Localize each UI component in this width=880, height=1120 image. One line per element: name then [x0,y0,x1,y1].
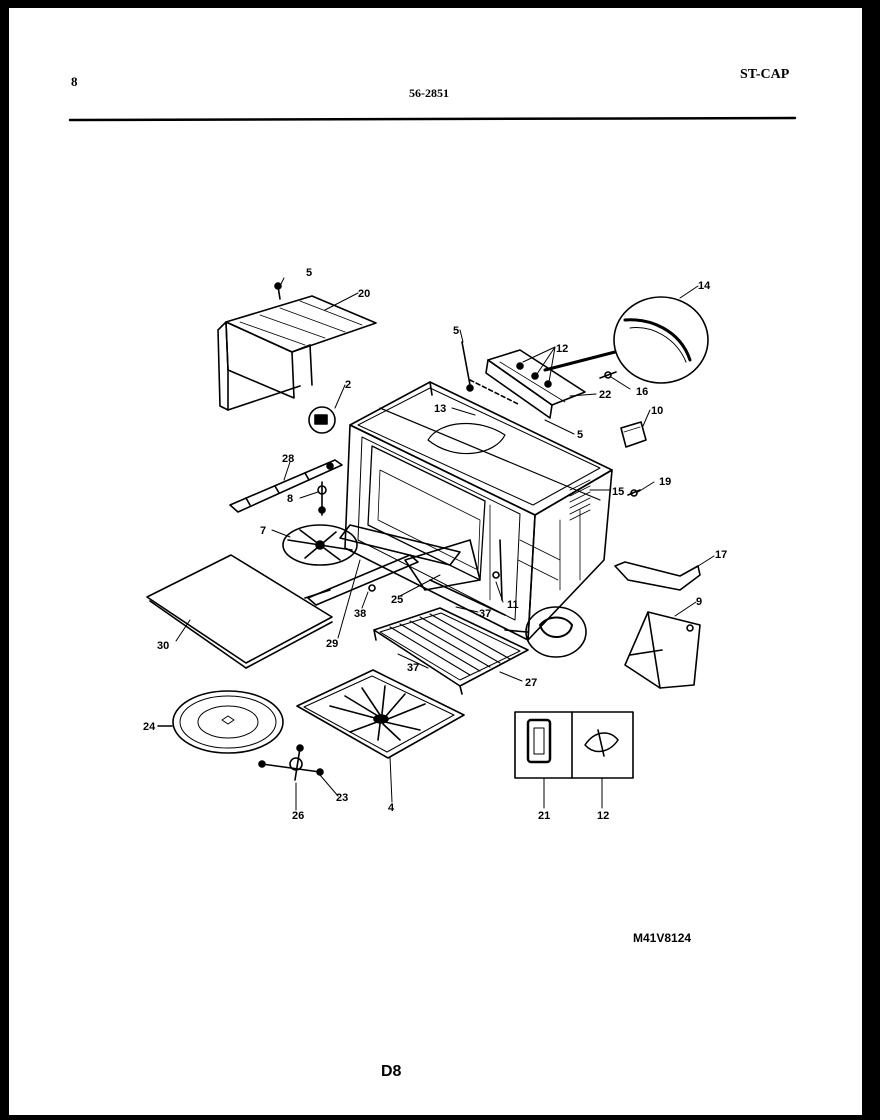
callout-c23: 23 [336,792,348,804]
callout-c29: 29 [326,638,338,650]
callout-c5c: 5 [577,429,583,441]
callout-c17: 17 [715,549,727,561]
callout-c25: 25 [391,594,403,606]
callout-c10: 10 [651,405,663,417]
callout-c9: 9 [696,596,702,608]
screw-icon [627,489,641,497]
turntable-24 [157,690,284,754]
screw-icon [461,341,474,392]
roller-support-23 [258,744,324,781]
callout-c26: 26 [292,810,304,822]
screw-icon [599,371,617,379]
callout-c11: 11 [507,599,519,611]
callout-c5a: 5 [306,267,312,279]
part-17 [614,561,701,591]
callout-c7: 7 [260,525,266,537]
leader-lines [175,277,715,811]
detail-circle-14 [613,296,709,384]
fastener-8 [317,481,327,516]
callout-c15: 15 [612,486,624,498]
part-10 [620,421,647,448]
broiler-pan-4 [296,669,465,759]
callout-c16: 16 [636,386,648,398]
oven-rack-27 [373,607,529,695]
callout-c28: 28 [282,453,294,465]
callout-c22: 22 [599,389,611,401]
callout-c19: 19 [659,476,671,488]
fitting-part-2 [308,406,336,434]
bracket-box-9 [624,611,701,689]
model-reference: M41V8124 [633,931,692,945]
callout-c5b: 5 [453,325,459,337]
callout-c20: 20 [358,288,370,300]
callout-c30: 30 [157,640,169,652]
callout-c38: 38 [354,608,366,620]
document-code: 56-2851 [409,86,449,100]
oven-cavity-assembly [344,381,613,641]
glass-plate-30 [146,554,333,669]
callout-c37b: 37 [407,662,419,674]
callout-c4: 4 [388,802,395,814]
header-rule [68,116,797,122]
rail-bracket-28 [229,459,343,513]
control-bracket [469,349,617,419]
callout-c13: 13 [434,403,446,415]
screw-icon [274,282,282,300]
callout-c2: 2 [345,379,351,391]
callout-c27: 27 [525,677,537,689]
model-code: ST-CAP [740,67,790,82]
callout-c12a: 12 [556,343,568,355]
callout-c12b: 12 [597,810,609,822]
bottom-plate-25 [404,539,481,591]
page-id: D8 [381,1063,402,1080]
top-cover-panel [217,295,377,411]
bracket-29 [304,524,461,606]
callout-c24: 24 [143,721,156,733]
callout-c21: 21 [538,810,550,822]
callout-labels: 5 20 14 5 12 16 22 2 13 5 10 28 19 8 15 … [143,267,727,822]
callout-c37a: 37 [479,608,491,620]
callout-c14: 14 [698,280,711,292]
page-number: 8 [71,74,78,89]
rack-clip-detail [504,606,587,658]
parts-inset-box [514,711,634,779]
stirrer-fan-7 [282,524,358,566]
callout-c8: 8 [287,493,293,505]
